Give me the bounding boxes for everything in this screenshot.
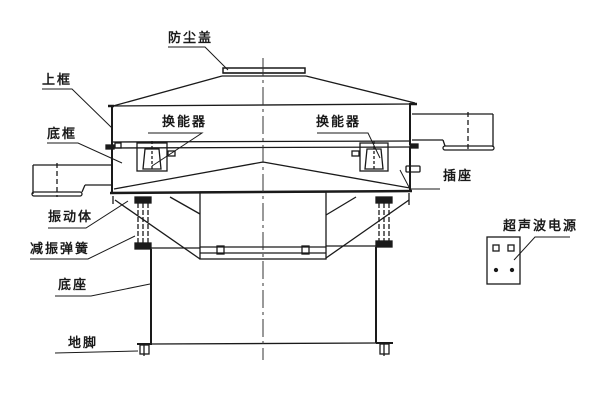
socket-shape (405, 165, 421, 173)
label-vibrating-body: 振动体 (48, 210, 94, 225)
transducer-left-shape (136, 141, 176, 172)
foot-right (376, 342, 393, 356)
label-ultrasonic-power: 超声波电源 (503, 219, 579, 234)
label-upper-frame: 上框 (42, 73, 73, 88)
label-transducer-right: 换能器 (316, 115, 362, 130)
right-outlet (412, 112, 495, 151)
spring-right (375, 196, 393, 248)
label-dust-cover: 防尘盖 (168, 31, 214, 46)
vibrating-body (112, 193, 410, 260)
label-socket: 插座 (443, 169, 474, 184)
transducer-right-shape (351, 141, 389, 172)
spring-left (134, 196, 152, 250)
label-base: 底座 (58, 278, 89, 293)
upper-frame (108, 102, 417, 146)
left-outlet (31, 163, 112, 197)
frame-flange (105, 140, 419, 150)
dust-cover (112, 67, 416, 107)
label-foot: 地脚 (68, 336, 99, 351)
label-transducer-left: 换能器 (162, 115, 208, 130)
foot-left (137, 343, 152, 356)
leader-lines (30, 46, 570, 354)
label-bottom-frame: 底框 (47, 127, 78, 142)
ultrasonic-power-box (486, 236, 521, 285)
label-damping-spring: 减振弹簧 (30, 242, 91, 257)
